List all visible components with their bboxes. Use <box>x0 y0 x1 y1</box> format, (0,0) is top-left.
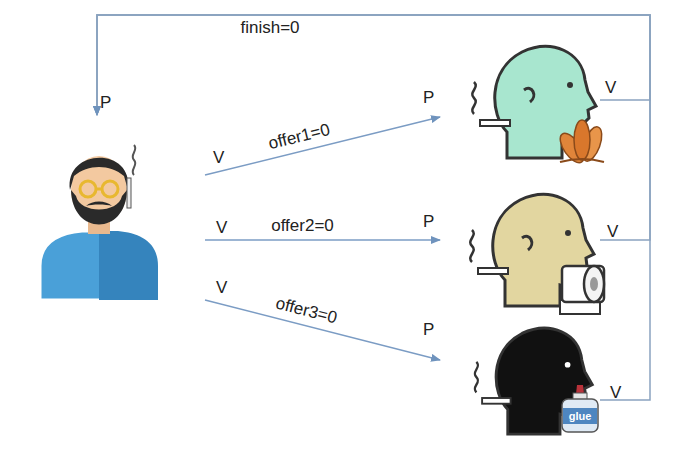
edge-label: offer3=0 <box>271 293 340 329</box>
agent-figure <box>133 145 136 175</box>
bottle-text: glue <box>569 410 592 422</box>
edge-label: offer1=0 <box>264 120 333 155</box>
agent-figure <box>40 145 158 300</box>
bottle-label <box>563 408 597 424</box>
tobacco-smoker <box>472 82 475 114</box>
paper-smoker <box>565 230 571 236</box>
agent-figure <box>102 181 118 197</box>
edge-label: finish=0 <box>238 18 301 38</box>
offer-signal <box>205 239 440 241</box>
tobacco-smoker <box>480 120 510 126</box>
agent-figure <box>70 158 129 190</box>
semaphore-op: V <box>605 78 616 98</box>
glue-bottle-shape <box>560 385 600 433</box>
semaphore-op: V <box>610 383 621 403</box>
paper-smoker <box>470 230 473 262</box>
bottle-body <box>562 399 598 432</box>
tobacco-smoker <box>567 82 573 88</box>
glue-smoker <box>565 362 571 368</box>
semaphore-op: P <box>423 212 434 232</box>
semaphore-op: V <box>213 148 224 168</box>
paper-roll <box>560 266 604 314</box>
edge-label: offer2=0 <box>269 216 336 236</box>
paper-roll <box>590 277 598 291</box>
semaphore-op: V <box>216 278 227 298</box>
smoker-node: PV <box>440 40 600 165</box>
glue-bottle: glue <box>560 385 600 433</box>
paper-roll <box>584 266 604 302</box>
agent-figure <box>40 231 158 300</box>
glue-smoker <box>496 328 592 434</box>
agent-node: PVVV <box>30 115 205 305</box>
glue-smoker <box>475 362 478 392</box>
smoker-node: PV <box>440 185 600 313</box>
semaphore-op: V <box>216 218 227 238</box>
agent-figure <box>127 178 131 208</box>
agent-figure <box>80 181 96 197</box>
semaphore-op: V <box>607 222 618 242</box>
paper-roll <box>562 266 604 302</box>
tobacco-smoker <box>524 88 534 102</box>
agent-figure <box>96 188 102 191</box>
offer-signal <box>205 117 440 175</box>
semaphore-op: P <box>100 93 111 113</box>
semaphore-op: P <box>423 320 434 340</box>
tobacco-leaves <box>556 120 606 167</box>
finish-signal <box>97 15 650 400</box>
smoker-node: PVglue <box>440 330 600 435</box>
agent-figure <box>86 202 112 207</box>
paper-smoker <box>522 236 532 250</box>
agent-figure <box>99 231 158 300</box>
finish-signal <box>97 15 650 115</box>
tobacco-leaves <box>560 159 604 162</box>
finish-signal <box>97 15 650 240</box>
glue-smoker <box>475 328 593 434</box>
glue-smoker <box>482 398 511 404</box>
tobacco-leaves <box>574 120 590 160</box>
semaphore-op: P <box>423 88 434 108</box>
paper-smoker <box>478 268 508 274</box>
agent-figure <box>71 190 127 225</box>
